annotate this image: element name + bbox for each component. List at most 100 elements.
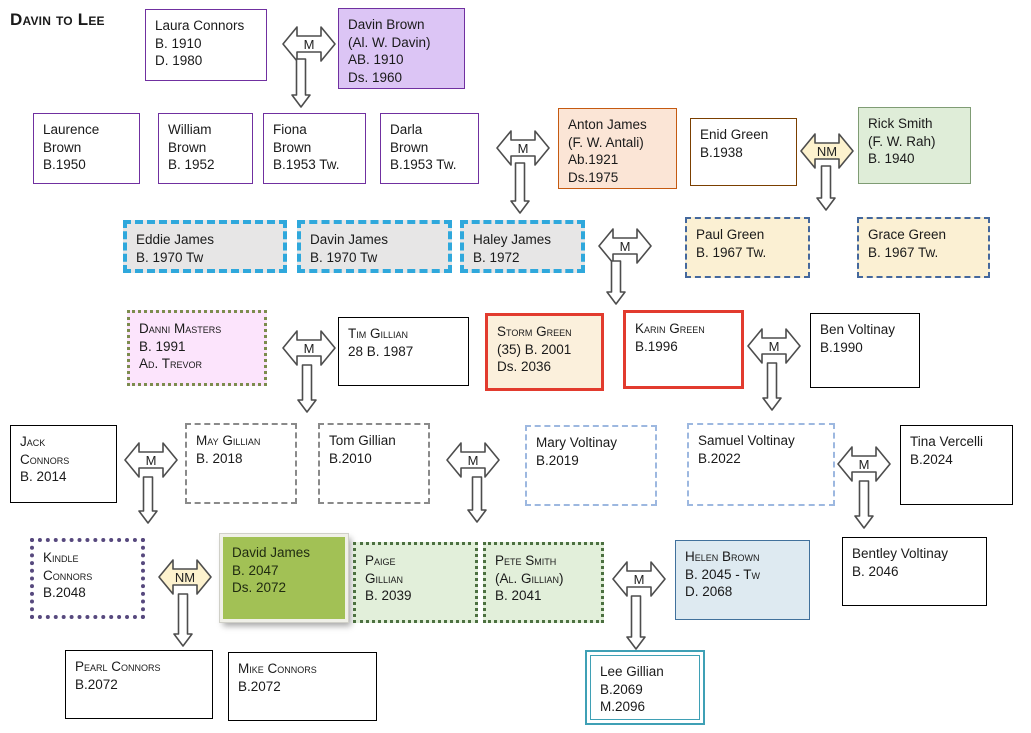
person-text-line: Haley James — [473, 232, 552, 247]
person-text-line: B.2048 — [43, 585, 86, 600]
person-text-line: B.1938 — [700, 144, 743, 160]
person-text-line: D. 2068 — [685, 584, 733, 599]
person-text-line: B.2072 — [75, 676, 118, 692]
svg-text:NM: NM — [175, 570, 195, 585]
person-text-line: B. 1972 — [473, 249, 520, 265]
person-text-line: Tom Gillian — [329, 433, 396, 448]
married-arrow-icon: M — [837, 446, 891, 482]
svg-text:M: M — [620, 239, 631, 254]
married-arrow-icon: M — [282, 26, 336, 62]
down-arrow-icon — [291, 58, 311, 108]
person-text-line: B. 2039 — [365, 588, 412, 603]
person-text-line: B.2024 — [910, 451, 953, 467]
person-text-line: Storm Green — [497, 324, 572, 339]
person-text-line: Anton James — [568, 117, 647, 132]
person-text-line: B. 2045 - Tw — [685, 566, 761, 582]
svg-text:M: M — [518, 141, 529, 156]
person-text-line: B.1996 — [635, 338, 678, 354]
person-text-line: Laurence — [43, 122, 100, 137]
person-text-line: Ds. 1960 — [348, 69, 403, 85]
person-text-line: Ds. 2072 — [232, 580, 287, 595]
person-text-line: 28 B. 1987 — [348, 343, 414, 359]
married-arrow-icon: M — [612, 561, 666, 597]
person-box-rick-smith[interactable]: Rick Smith(F. W. Rah)B. 1940 — [858, 107, 971, 184]
married-arrow-icon: M — [124, 442, 178, 478]
person-text-line: B.1953 Tw. — [390, 157, 457, 172]
person-text-line: May Gillian — [196, 433, 261, 448]
person-box-pete-smith[interactable]: Pete Smith(Al. Gillian)B. 2041 — [483, 542, 604, 623]
person-text-line: Kindle — [43, 550, 79, 565]
person-text-line: Grace Green — [868, 227, 947, 242]
down-arrow-icon — [510, 162, 530, 214]
person-text-line: Lee Gillian — [600, 664, 664, 679]
svg-text:M: M — [304, 37, 315, 52]
person-text-line: Ben Voltinay — [820, 322, 896, 337]
person-text-line: B. 1967 Tw. — [868, 244, 939, 260]
down-arrow-icon — [606, 260, 626, 305]
down-arrow-icon — [173, 593, 193, 647]
down-arrow-icon — [297, 364, 317, 413]
person-text-line: Eddie James — [136, 232, 215, 247]
person-text-line: B.2069 — [600, 681, 643, 697]
person-text-line: B. 2047 — [232, 562, 279, 578]
person-text-line: B. 1940 — [868, 151, 915, 166]
down-arrow-icon — [854, 480, 874, 529]
person-text-line: (F. W. Rah) — [868, 133, 936, 149]
person-box-grace-green[interactable]: Grace Green B. 1967 Tw. — [857, 217, 990, 278]
down-arrow-icon — [762, 362, 782, 411]
person-text-line: Connors — [20, 451, 70, 467]
person-text-line: (Al. Gillian) — [495, 570, 564, 586]
person-text-line: Brown — [43, 139, 82, 155]
person-text-line: B. 2018 — [196, 450, 243, 466]
svg-text:M: M — [468, 453, 479, 468]
person-text-line: B. 1967 Tw. — [696, 244, 767, 260]
person-text-line: Brown — [273, 139, 312, 155]
married-arrow-icon: M — [496, 130, 550, 166]
person-text-line: Davin Brown — [348, 17, 425, 32]
person-box-may-gillian[interactable]: May Gillian B. 2018 — [185, 423, 297, 504]
person-text-line: D. 1980 — [155, 53, 203, 68]
down-arrow-icon — [626, 595, 646, 650]
person-text-line: B. 1910 — [155, 35, 202, 51]
married-arrow-icon: M — [446, 442, 500, 478]
person-text-line: Tina Vercelli — [910, 434, 984, 449]
person-text-line: Ab.1921 — [568, 152, 619, 167]
person-text-line: Darla — [390, 122, 423, 137]
person-text-line: B. 2014 — [20, 469, 67, 484]
person-box-haley-james[interactable]: Haley James B. 1972 — [460, 220, 585, 273]
person-text-line: Ad. Trevor — [139, 356, 203, 371]
person-text-line: B.2010 — [329, 450, 372, 466]
person-text-line: Ds. 2036 — [497, 359, 552, 374]
person-text-line: Gillian — [365, 570, 404, 586]
